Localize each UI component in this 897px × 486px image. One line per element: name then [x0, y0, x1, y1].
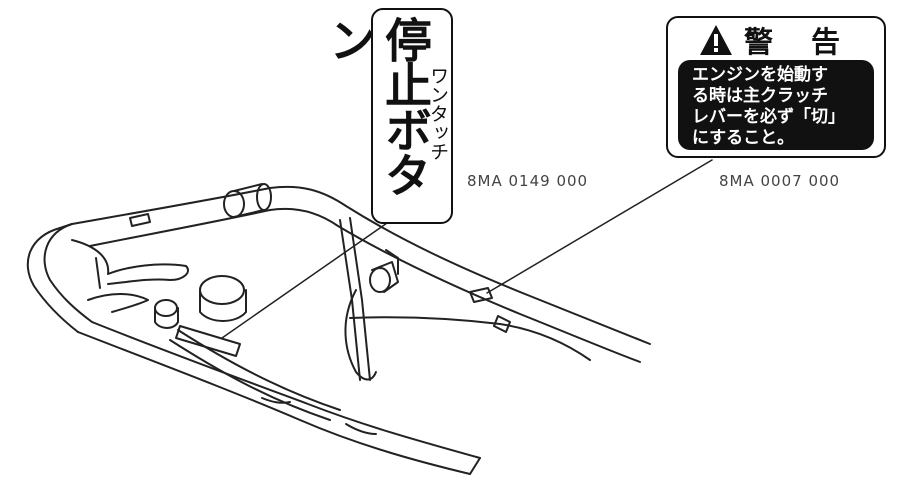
warning-label: 警 告 エンジンを始動す る時は主クラッチ レバーを必ず「切」 にすること。: [666, 16, 886, 158]
one-touch-text: ワンタッチ: [427, 66, 449, 161]
warning-line: る時は主クラッチ: [692, 86, 828, 106]
warning-label-part-number: 8MA 0007 000: [719, 172, 841, 190]
warning-header: 警 告: [668, 20, 884, 60]
warning-line: エンジンを始動す: [692, 65, 828, 85]
warning-line: レバーを必ず「切」: [692, 107, 845, 127]
stop-button-text: 停止ボタン: [320, 16, 431, 196]
warning-line: にすること。: [692, 128, 795, 148]
warning-body: エンジンを始動す る時は主クラッチ レバーを必ず「切」 にすること。: [678, 60, 874, 150]
stop-leader-line: [221, 213, 401, 339]
warn-leader-line: [486, 159, 713, 294]
stop-label-part-number: 8MA 0149 000: [467, 172, 589, 190]
stop-button-label: 停止ボタン ワンタッチ: [320, 8, 453, 224]
warning-triangle-icon: [699, 25, 732, 55]
warning-title: 警 告: [743, 25, 855, 59]
